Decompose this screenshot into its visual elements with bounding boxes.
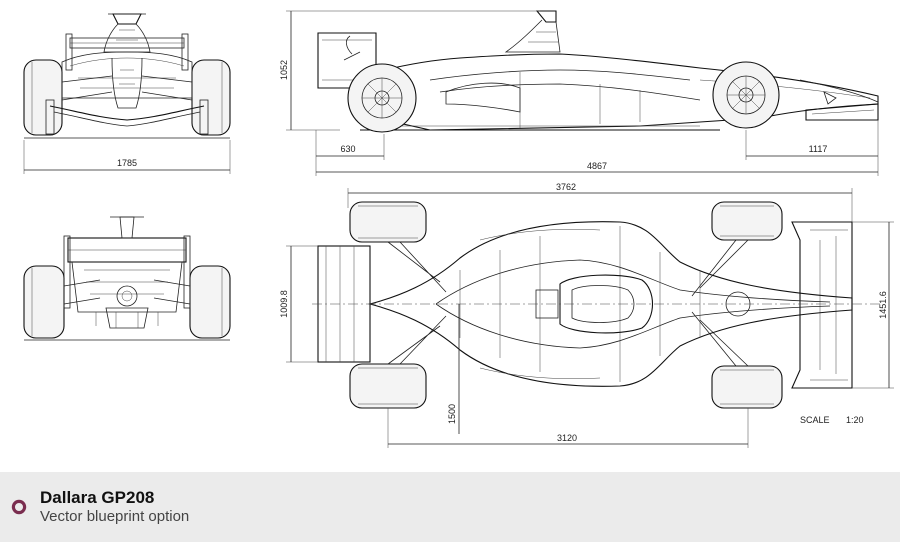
side-view: 1052 630 1117 4867 xyxy=(279,10,879,176)
top-view: 3762 1009.8 1451. xyxy=(279,182,894,448)
rear-view xyxy=(23,216,231,341)
top-rear-width-label: 1451.6 xyxy=(878,291,888,319)
top-length-label: 3762 xyxy=(556,182,576,192)
front-view: 1785 xyxy=(23,13,231,174)
blueprint-sheet: 1785 xyxy=(23,10,894,448)
top-track-label: 1500 xyxy=(447,404,457,424)
top-wheelbase-label: 3120 xyxy=(557,433,577,443)
side-rear-overhang-label: 1117 xyxy=(809,144,828,154)
scale-label: SCALE xyxy=(800,415,830,425)
side-total-length-label: 4867 xyxy=(587,161,607,171)
ring-icon xyxy=(11,499,27,515)
footer-bar xyxy=(0,472,900,542)
scale-value: 1:20 xyxy=(846,415,864,425)
footer-subtitle: Vector blueprint option xyxy=(40,508,190,525)
footer-title: Dallara GP208 xyxy=(40,488,155,507)
top-front-wing-width-label: 1009.8 xyxy=(279,290,289,318)
front-track-width-label: 1785 xyxy=(117,158,137,168)
side-height-label: 1052 xyxy=(279,60,289,80)
side-front-overhang-label: 630 xyxy=(340,144,355,154)
